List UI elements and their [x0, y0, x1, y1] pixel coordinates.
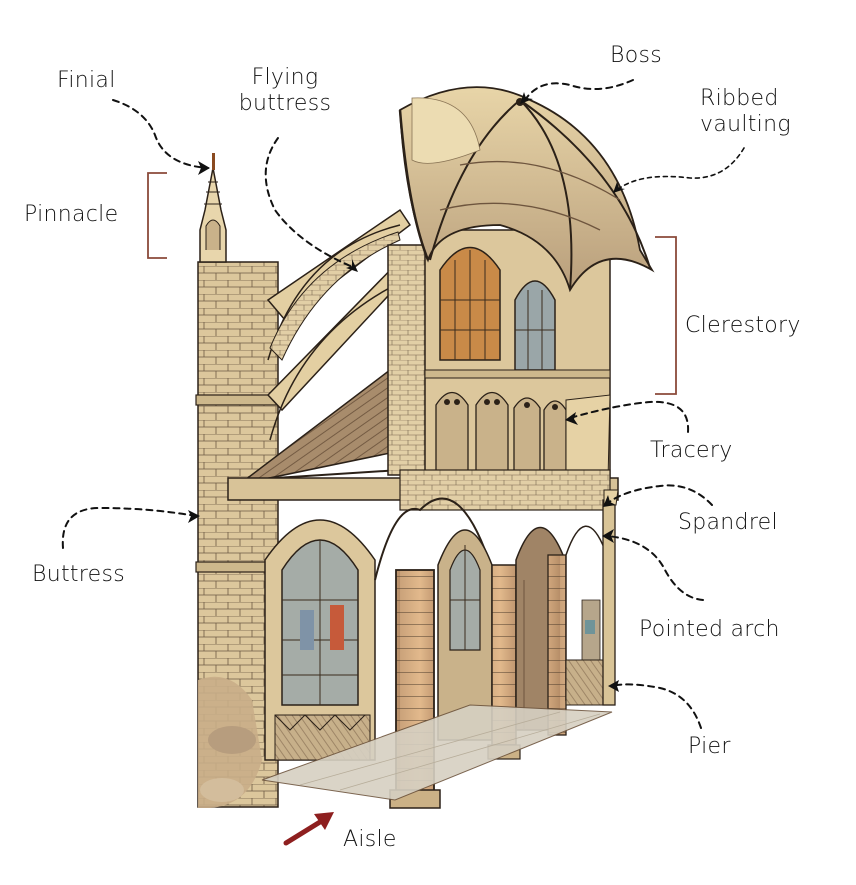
label-flying-buttress-line2: buttress: [238, 91, 332, 116]
boss-arrow-line: [524, 79, 634, 101]
aisle-floor: [261, 704, 613, 801]
label-pier: Pier: [688, 734, 731, 759]
lower-arcade: [227, 469, 619, 809]
ribbed-vaulting-arrow-line: [616, 147, 745, 191]
upper-nave-wall: [387, 229, 611, 481]
pointed-arch-arrow-line: [606, 535, 704, 601]
label-ribbed-vaulting-line1: Ribbed: [700, 86, 779, 111]
pier-arrow-line: [611, 683, 702, 729]
tracery-arcade: [435, 391, 567, 470]
label-aisle: Aisle: [343, 827, 397, 852]
spandrel-arrowhead-icon: [603, 495, 616, 507]
label-ribbed-vaulting: Ribbed vaulting: [700, 86, 791, 138]
boss-arrowhead-icon: [520, 92, 533, 104]
tracery-arrow-line: [569, 400, 690, 433]
annotation-lines: [61, 79, 745, 729]
label-flying-buttress-line1: Flying: [251, 65, 319, 90]
label-boss: Boss: [610, 43, 662, 68]
finial-arrow-line: [112, 99, 209, 169]
flying-buttress-arrowhead-icon: [346, 259, 358, 272]
aisle-arrow-icon: [283, 812, 334, 846]
label-pinnacle: Pinnacle: [24, 202, 119, 227]
buttress-arrow-line: [61, 506, 197, 549]
label-clerestory: Clerestory: [685, 313, 801, 338]
brackets: [147, 172, 677, 395]
label-ribbed-vaulting-line2: vaulting: [700, 112, 791, 137]
buttress-arrowhead-icon: [188, 510, 200, 523]
label-tracery: Tracery: [650, 438, 733, 463]
buttress-tower: [195, 153, 281, 808]
clerestory-windows: [439, 246, 556, 371]
label-pointed-arch: Pointed arch: [639, 617, 780, 642]
spandrel-arrow-line: [607, 484, 713, 506]
label-flying-buttress: Flying buttress: [230, 65, 340, 117]
label-spandrel: Spandrel: [678, 510, 778, 535]
finial-tip: [212, 153, 215, 170]
label-finial: Finial: [57, 68, 116, 93]
flying-buttress-arches: [266, 208, 415, 441]
arrow-heads: [188, 92, 625, 692]
pinnacle-bracket: [147, 172, 167, 259]
ribbed-vaulting: [398, 86, 655, 293]
finial-arrowhead-icon: [198, 161, 210, 175]
label-buttress: Buttress: [32, 562, 126, 587]
ribbed-vaulting-arrowhead-icon: [613, 182, 625, 193]
pier-arrowhead-icon: [608, 680, 619, 692]
flying-buttress-arrow-line: [264, 137, 356, 269]
pointed-arch-arrowhead-icon: [602, 529, 614, 543]
clerestory-bracket: [655, 236, 677, 395]
tracery-arrowhead-icon: [565, 412, 578, 425]
